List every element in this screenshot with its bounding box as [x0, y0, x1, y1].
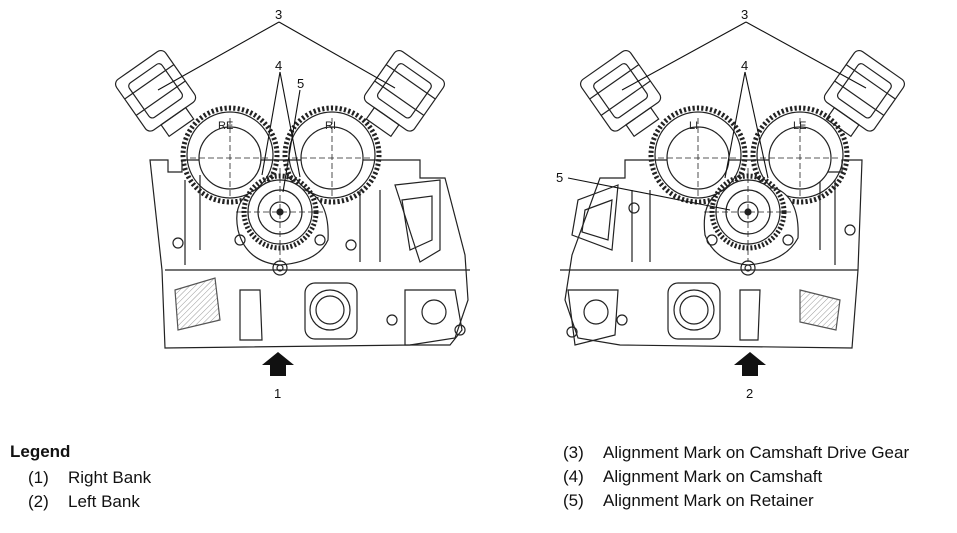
callout-2: 2 [746, 386, 753, 401]
legend-item-drive-gear-mark: (3) Alignment Mark on Camshaft Drive Gear [563, 441, 909, 465]
callout-4-left: 4 [741, 58, 748, 73]
legend-number: (3) [563, 443, 584, 462]
legend-title: Legend [10, 442, 71, 461]
view-arrow-right-bank [262, 352, 294, 376]
gear-label-li: LI [689, 120, 698, 132]
right-bank-leaders [157, 21, 396, 193]
callout-5-right: 5 [297, 76, 304, 91]
legend-number: (4) [563, 467, 584, 486]
legend-item-camshaft-mark: (4) Alignment Mark on Camshaft [563, 465, 909, 489]
legend-text: Left Bank [68, 492, 140, 511]
legend-item-retainer-mark: (5) Alignment Mark on Retainer [563, 489, 909, 513]
legend-item-right-bank: (1) Right Bank [28, 466, 151, 490]
view-arrow-left-bank [734, 352, 766, 376]
callout-3-right: 3 [275, 7, 282, 22]
gear-label-re: RE [218, 120, 233, 132]
legend-left: (1) Right Bank (2) Left Bank [28, 466, 151, 514]
callout-3-left: 3 [741, 7, 748, 22]
gear-label-ri: RI [325, 120, 336, 132]
legend-right: (3) Alignment Mark on Camshaft Drive Gear… [563, 441, 909, 513]
callout-1: 1 [274, 386, 281, 401]
legend-text: Alignment Mark on Retainer [603, 491, 814, 510]
legend-item-left-bank: (2) Left Bank [28, 490, 151, 514]
legend-text: Alignment Mark on Camshaft [603, 467, 823, 486]
gear-label-le: LE [793, 120, 806, 132]
legend-number: (2) [28, 492, 49, 511]
left-bank-figure [560, 49, 906, 349]
legend-number: (1) [28, 468, 49, 487]
legend-text: Alignment Mark on Camshaft Drive Gear [603, 443, 910, 462]
legend-number: (5) [563, 491, 584, 510]
callout-4-right: 4 [275, 58, 282, 73]
callout-5-left: 5 [556, 170, 563, 185]
legend-text: Right Bank [68, 468, 152, 487]
right-bank-figure [114, 49, 470, 349]
left-bank-leaders [567, 21, 867, 211]
